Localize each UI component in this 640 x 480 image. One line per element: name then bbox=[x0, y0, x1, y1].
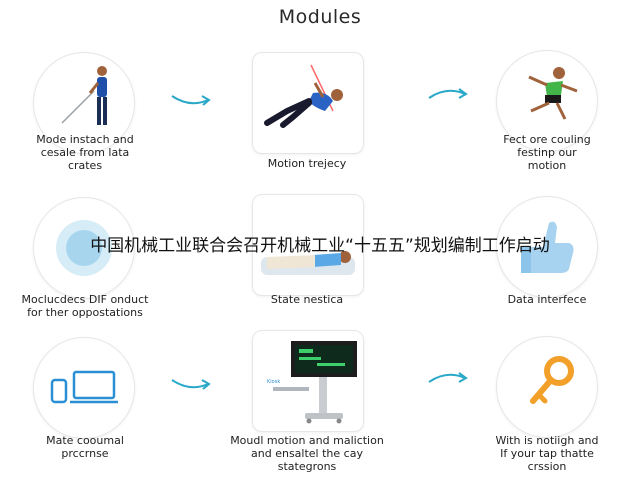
module-card-devices bbox=[33, 337, 135, 439]
module-card-run bbox=[496, 50, 598, 152]
running-person-icon bbox=[528, 67, 578, 120]
module-card-key bbox=[496, 336, 598, 438]
devices-icon bbox=[50, 370, 118, 404]
module-label: State nestica bbox=[270, 293, 344, 306]
person-with-cane-icon bbox=[60, 66, 107, 125]
module-label: Fect ore couling festinp our motion bbox=[503, 133, 591, 172]
module-label: Moclucdecs DIF onduct for ther oppostati… bbox=[21, 293, 149, 319]
monitor-kiosk-icon: Kiosk bbox=[267, 341, 357, 424]
module-card-orb bbox=[33, 197, 135, 299]
module-label: Motion trejecy bbox=[267, 157, 347, 170]
module-card-cane bbox=[33, 52, 135, 154]
arrow-right-icon bbox=[171, 379, 211, 390]
thumbs-up-icon bbox=[521, 221, 574, 273]
arrow-right-icon bbox=[428, 372, 468, 383]
page-title: Modules bbox=[278, 6, 362, 28]
module-label: Mate cooumal prccrnse bbox=[46, 434, 124, 460]
module-label: Moudl motion and maliction and ensaltel … bbox=[230, 434, 384, 473]
reaching-person-icon bbox=[264, 64, 343, 128]
module-card-reach bbox=[252, 52, 364, 154]
arrow-right-icon bbox=[428, 88, 468, 99]
module-label: Mode instach and cesale from lata crates bbox=[36, 133, 134, 172]
arrow-right-icon bbox=[171, 95, 211, 106]
key-icon bbox=[530, 356, 574, 404]
overlay-headline: 中国机械工业联合会召开机械工业“十五五”规划编制工作启动 bbox=[90, 236, 550, 256]
module-card-lying bbox=[252, 194, 364, 296]
lying-person-icon bbox=[261, 251, 355, 275]
module-label: Data interfece bbox=[507, 293, 587, 306]
module-card-kiosk: Kiosk bbox=[252, 330, 364, 432]
blue-orb-icon bbox=[56, 220, 112, 276]
module-label: With is notiigh and If your tap thatte c… bbox=[495, 434, 599, 473]
svg-text:Kiosk: Kiosk bbox=[267, 379, 280, 385]
module-card-thumb bbox=[496, 196, 598, 298]
